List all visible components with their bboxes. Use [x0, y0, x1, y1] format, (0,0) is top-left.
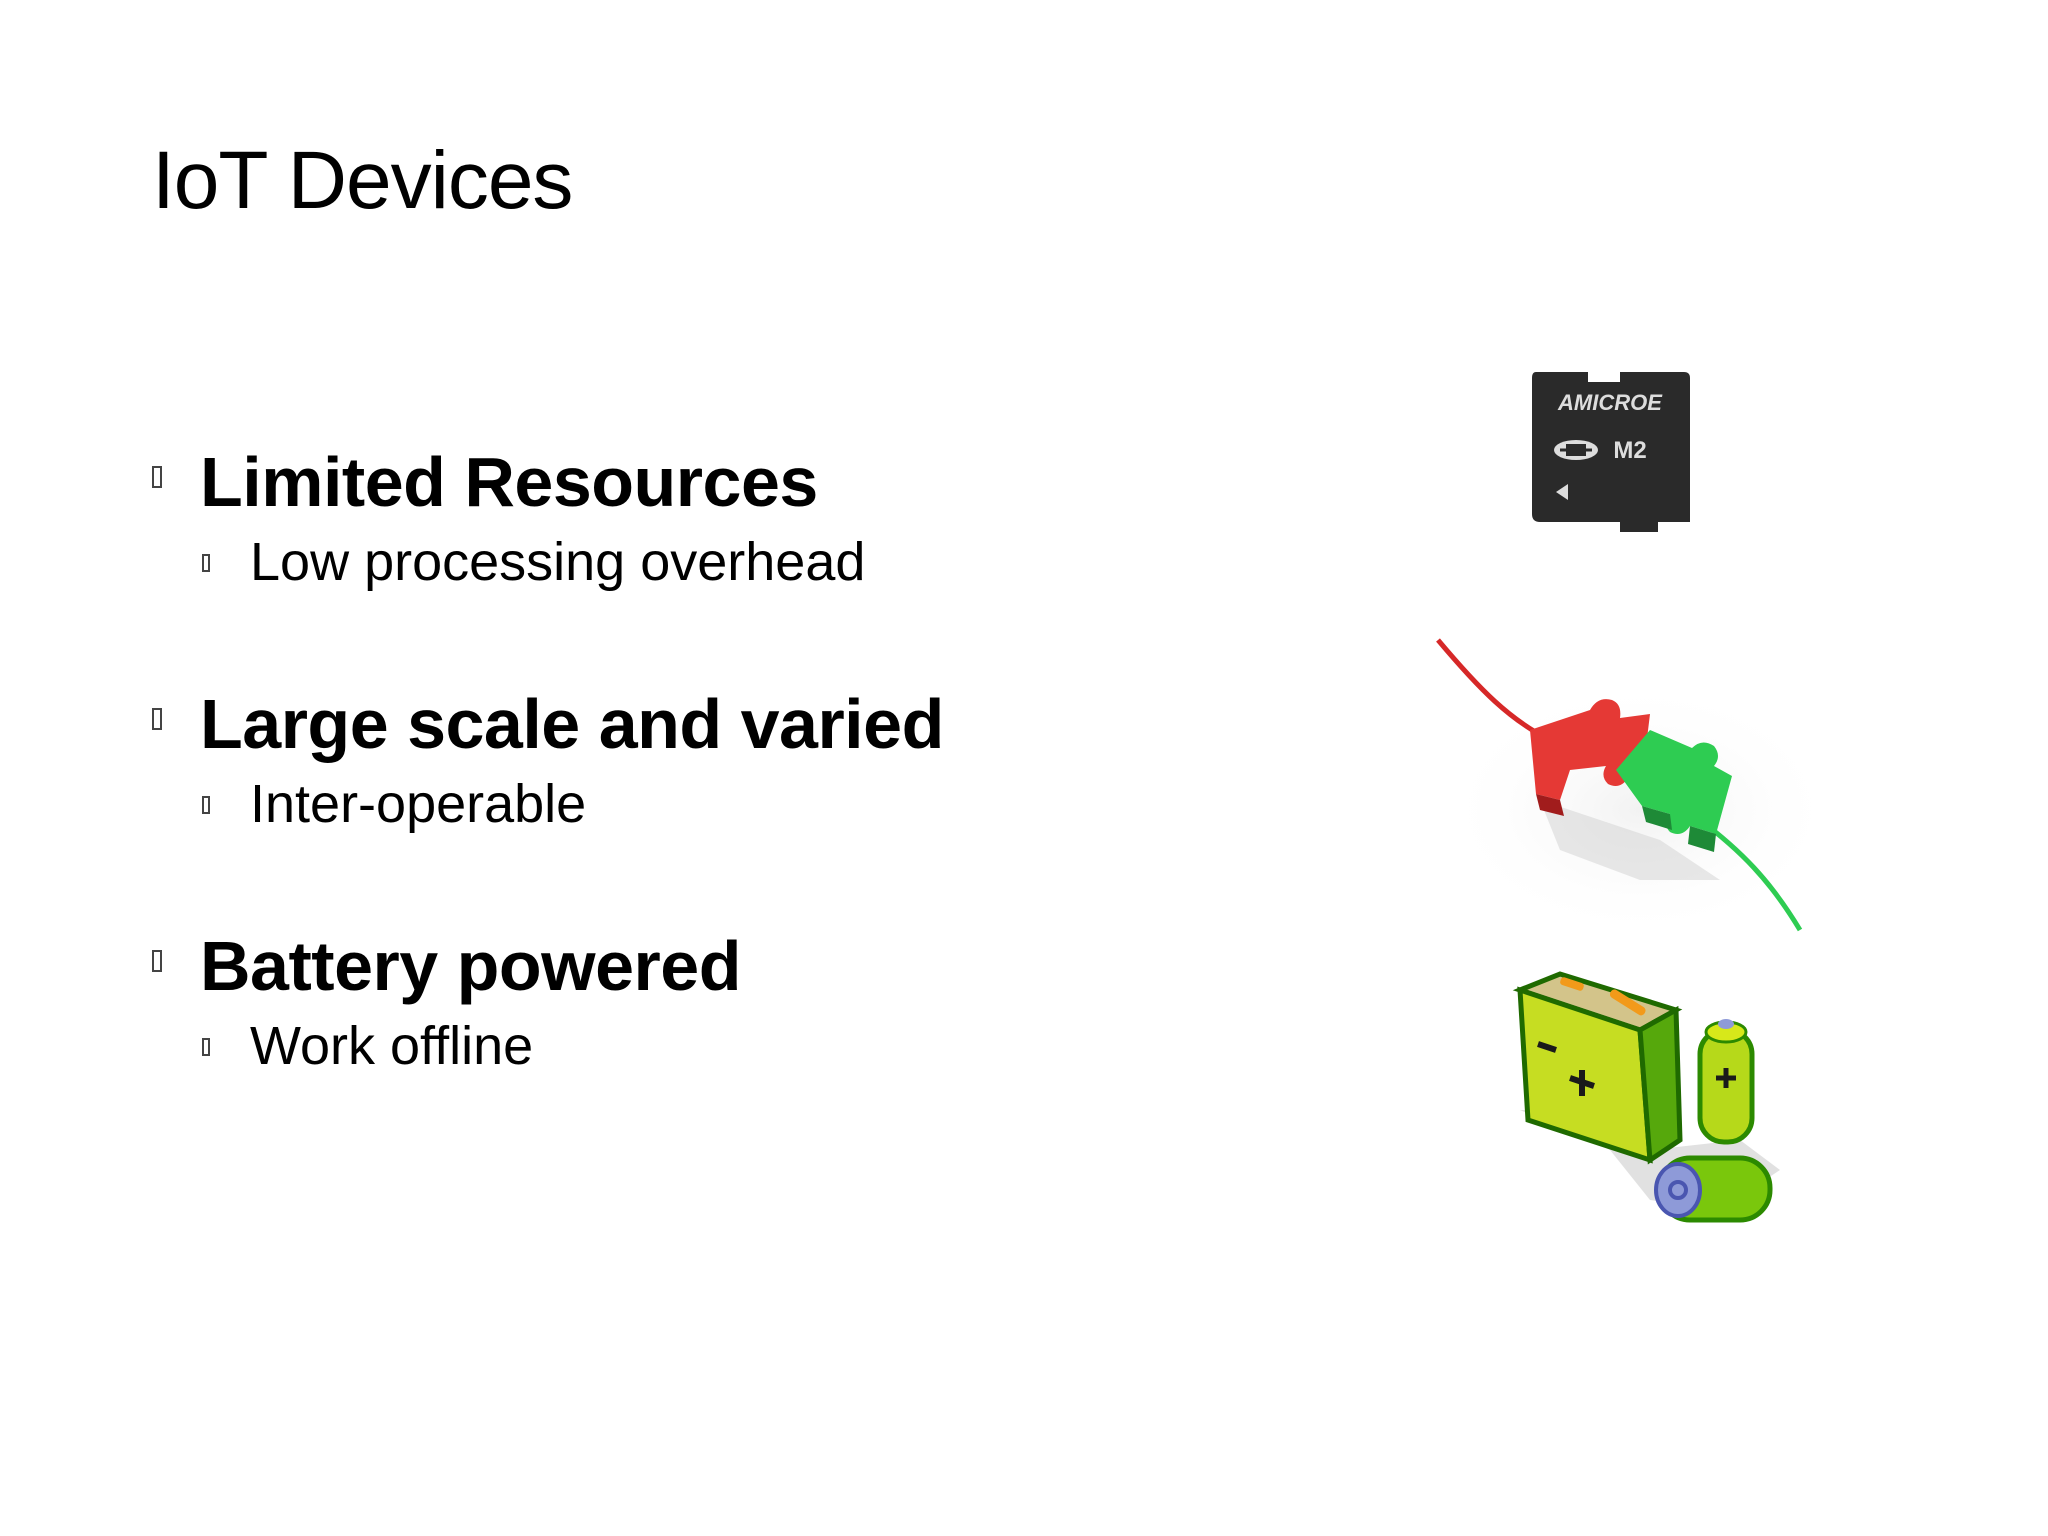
puzzle-connect-icon — [1420, 630, 1840, 950]
memory-card-brand: AMICROE — [1557, 390, 1663, 415]
bullet-heading: Battery powered — [200, 927, 741, 1005]
bullet-heading: Large scale and varied — [200, 685, 944, 763]
memory-card-model: M2 — [1613, 437, 1646, 464]
bullet-glyph-icon — [152, 950, 162, 972]
sub-bullet-text: Work offline — [250, 1016, 534, 1076]
sub-bullet-glyph-icon — [202, 554, 210, 572]
sub-bullet-text: Low processing overhead — [250, 532, 866, 592]
bullet-glyph-icon — [152, 466, 162, 488]
bullet-heading: Limited Resources — [200, 443, 818, 521]
sub-bullet-text: Inter-operable — [250, 774, 587, 834]
sub-bullet-glyph-icon — [202, 1038, 210, 1056]
memory-card-icon: AMICROE M2 — [1530, 372, 1690, 537]
bullet-glyph-icon — [152, 708, 162, 730]
slide-title: IoT Devices — [152, 135, 573, 226]
sub-bullet-glyph-icon — [202, 796, 210, 814]
battery-icon — [1500, 970, 1800, 1270]
